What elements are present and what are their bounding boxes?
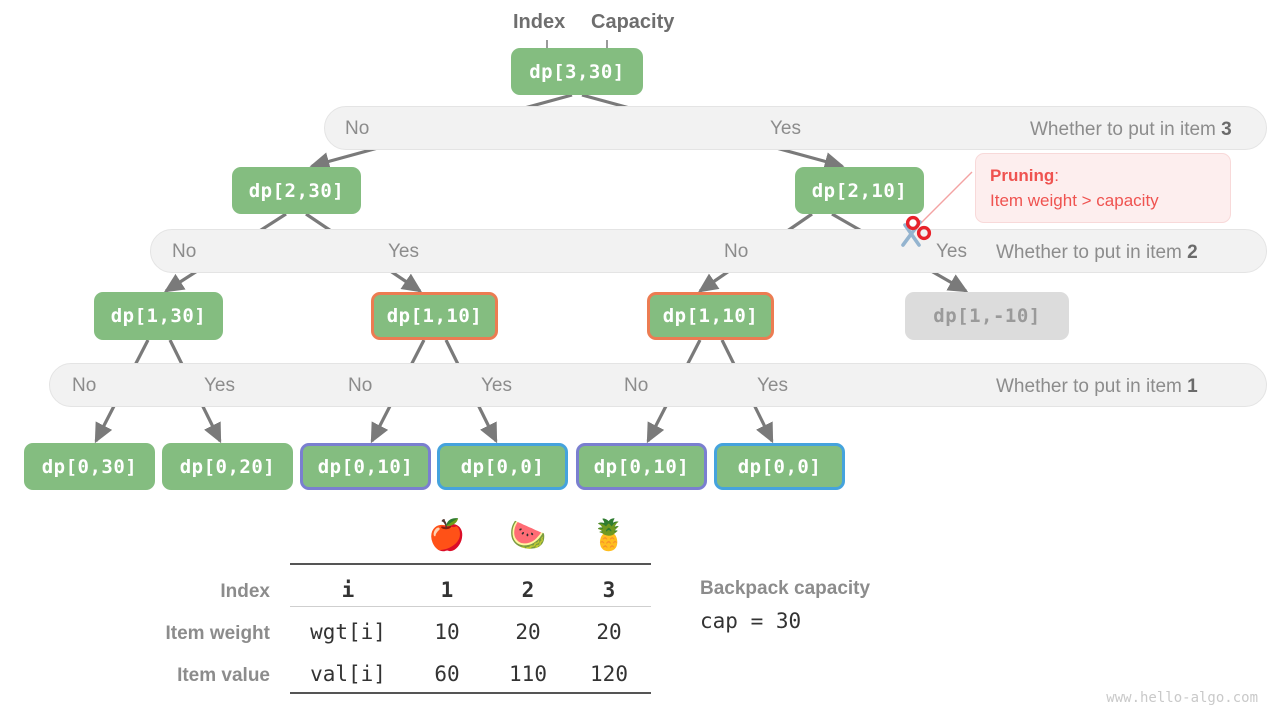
node-dp-1-neg10-pruned[interactable]: dp[1,-10] bbox=[905, 292, 1069, 340]
band2-choice-no-2: No bbox=[724, 241, 749, 262]
band2-title: Whether to put in item 2 bbox=[996, 242, 1198, 264]
band1-choice-no-3: No bbox=[624, 375, 649, 396]
band3-title: Whether to put in item 3 bbox=[1030, 119, 1232, 141]
band1-choice-no-1: No bbox=[72, 375, 97, 396]
band1-choice-no-2: No bbox=[348, 375, 373, 396]
pruning-text: Item weight > capacity bbox=[990, 191, 1159, 210]
decision-band-item3 bbox=[324, 106, 1267, 150]
header-capacity: Capacity bbox=[591, 11, 675, 33]
pruning-colon: : bbox=[1054, 166, 1059, 185]
leaf-dp-0-0-left[interactable]: dp[0,0] bbox=[437, 443, 568, 490]
table-index-1: 1 bbox=[440, 578, 454, 602]
table-key-i: i bbox=[341, 578, 355, 602]
table-weight-1: 10 bbox=[434, 620, 460, 644]
leaf-dp-0-10-right[interactable]: dp[0,10] bbox=[576, 443, 707, 490]
band3-choice-yes: Yes bbox=[770, 118, 801, 139]
pruning-callout: Pruning: Item weight > capacity bbox=[975, 153, 1231, 223]
table-value-1: 60 bbox=[434, 662, 460, 686]
table-top-rule bbox=[290, 563, 651, 565]
band2-title-item: 2 bbox=[1187, 242, 1198, 263]
band3-title-text: Whether to put in item bbox=[1030, 119, 1222, 140]
table-key-wgt: wgt[i] bbox=[310, 620, 386, 644]
band1-choice-yes-1: Yes bbox=[204, 375, 235, 396]
table-mid-rule bbox=[290, 606, 651, 607]
band1-title-item: 1 bbox=[1187, 376, 1198, 397]
decision-band-item2 bbox=[150, 229, 1267, 273]
apple-icon: 🍎 bbox=[428, 519, 466, 552]
row-label-item-value: Item value bbox=[177, 665, 270, 686]
band2-choice-yes-2: Yes bbox=[936, 241, 967, 262]
node-dp-3-30[interactable]: dp[3,30] bbox=[511, 48, 643, 95]
table-key-val: val[i] bbox=[310, 662, 386, 686]
header-index: Index bbox=[513, 11, 566, 33]
node-dp-2-10[interactable]: dp[2,10] bbox=[795, 167, 924, 214]
table-value-3: 120 bbox=[590, 662, 628, 686]
band3-title-item: 3 bbox=[1221, 119, 1232, 140]
band3-choice-no: No bbox=[345, 118, 370, 139]
band1-title: Whether to put in item 1 bbox=[996, 376, 1198, 398]
backpack-capacity-note: Backpack capacity cap = 30 bbox=[700, 578, 870, 633]
leaf-dp-0-10-left[interactable]: dp[0,10] bbox=[300, 443, 431, 490]
scissors-icon bbox=[901, 215, 932, 247]
table-bottom-rule bbox=[290, 692, 651, 694]
node-dp-1-10-right[interactable]: dp[1,10] bbox=[647, 292, 774, 340]
node-dp-2-30[interactable]: dp[2,30] bbox=[232, 167, 361, 214]
watermelon-icon: 🍉 bbox=[509, 519, 547, 552]
table-weight-2: 20 bbox=[515, 620, 541, 644]
node-dp-1-10-left[interactable]: dp[1,10] bbox=[371, 292, 498, 340]
capacity-note-title: Backpack capacity bbox=[700, 578, 871, 599]
table-index-2: 2 bbox=[521, 578, 535, 602]
table-value-2: 110 bbox=[509, 662, 547, 686]
band1-title-text: Whether to put in item bbox=[996, 376, 1188, 397]
watermark: www.hello-algo.com bbox=[1106, 690, 1258, 706]
band2-title-text: Whether to put in item bbox=[996, 242, 1188, 263]
row-label-index: Index bbox=[220, 581, 270, 602]
pruning-title-line: Pruning: bbox=[990, 163, 1216, 188]
row-label-item-weight: Item weight bbox=[165, 623, 270, 644]
band1-choice-yes-2: Yes bbox=[481, 375, 512, 396]
pruning-title: Pruning bbox=[990, 166, 1055, 185]
pineapple-icon: 🍍 bbox=[590, 519, 628, 552]
band1-choice-yes-3: Yes bbox=[757, 375, 788, 396]
decision-band-item1 bbox=[49, 363, 1267, 407]
capacity-note-value: cap = 30 bbox=[700, 609, 802, 633]
band2-choice-no-1: No bbox=[172, 241, 197, 262]
band2-choice-yes-1: Yes bbox=[388, 241, 419, 262]
table-index-3: 3 bbox=[602, 578, 616, 602]
leaf-dp-0-0-right[interactable]: dp[0,0] bbox=[714, 443, 845, 490]
leaf-dp-0-20[interactable]: dp[0,20] bbox=[162, 443, 293, 490]
leaf-dp-0-30[interactable]: dp[0,30] bbox=[24, 443, 155, 490]
table-weight-3: 20 bbox=[596, 620, 622, 644]
node-dp-1-30[interactable]: dp[1,30] bbox=[94, 292, 223, 340]
